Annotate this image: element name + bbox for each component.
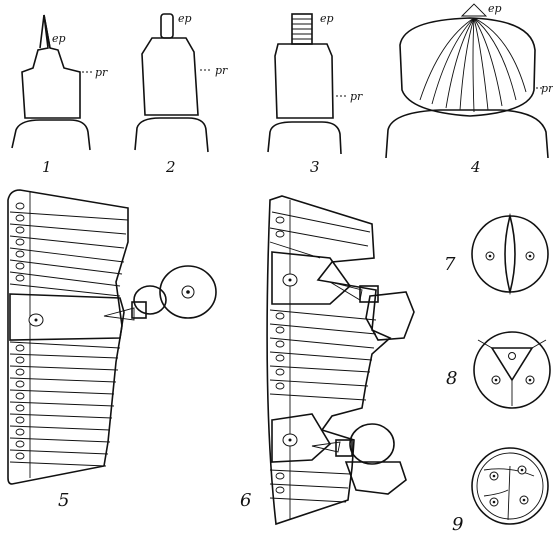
- fig8-number: 8: [446, 368, 457, 389]
- fig9-number: 9: [452, 514, 463, 535]
- figure-6-epithelium-section: [267, 196, 414, 524]
- figure-9-spore-four-cells: [472, 448, 548, 524]
- fig1-pr-label: pr: [95, 66, 108, 79]
- figure-7-spore-two-valves: [472, 216, 548, 292]
- fig5-number: 5: [58, 490, 69, 511]
- figure-8-spore-three-valves: [474, 332, 550, 408]
- fig4-number: 4: [470, 158, 481, 176]
- figure-4-spore-striated: [386, 4, 548, 158]
- figure-3-spore-papilla: [268, 14, 346, 154]
- fig4-ep-label: ep: [488, 2, 502, 15]
- fig2-pr-label: pr: [215, 64, 228, 77]
- fig2-ep-label: ep: [178, 12, 192, 25]
- fig3-number: 3: [310, 158, 320, 176]
- figure-2-spore-papilla: [135, 14, 212, 152]
- fig4-pr-label: pr: [541, 82, 553, 95]
- fig3-pr-label: pr: [350, 90, 363, 103]
- fig1-ep-label: ep: [52, 32, 66, 45]
- fig2-number: 2: [165, 158, 176, 176]
- fig6-number: 6: [240, 490, 251, 511]
- fig1-number: 1: [42, 158, 52, 176]
- figure-5-epithelium-section: [8, 190, 216, 484]
- fig3-ep-label: ep: [320, 12, 334, 25]
- fig7-number: 7: [444, 254, 456, 275]
